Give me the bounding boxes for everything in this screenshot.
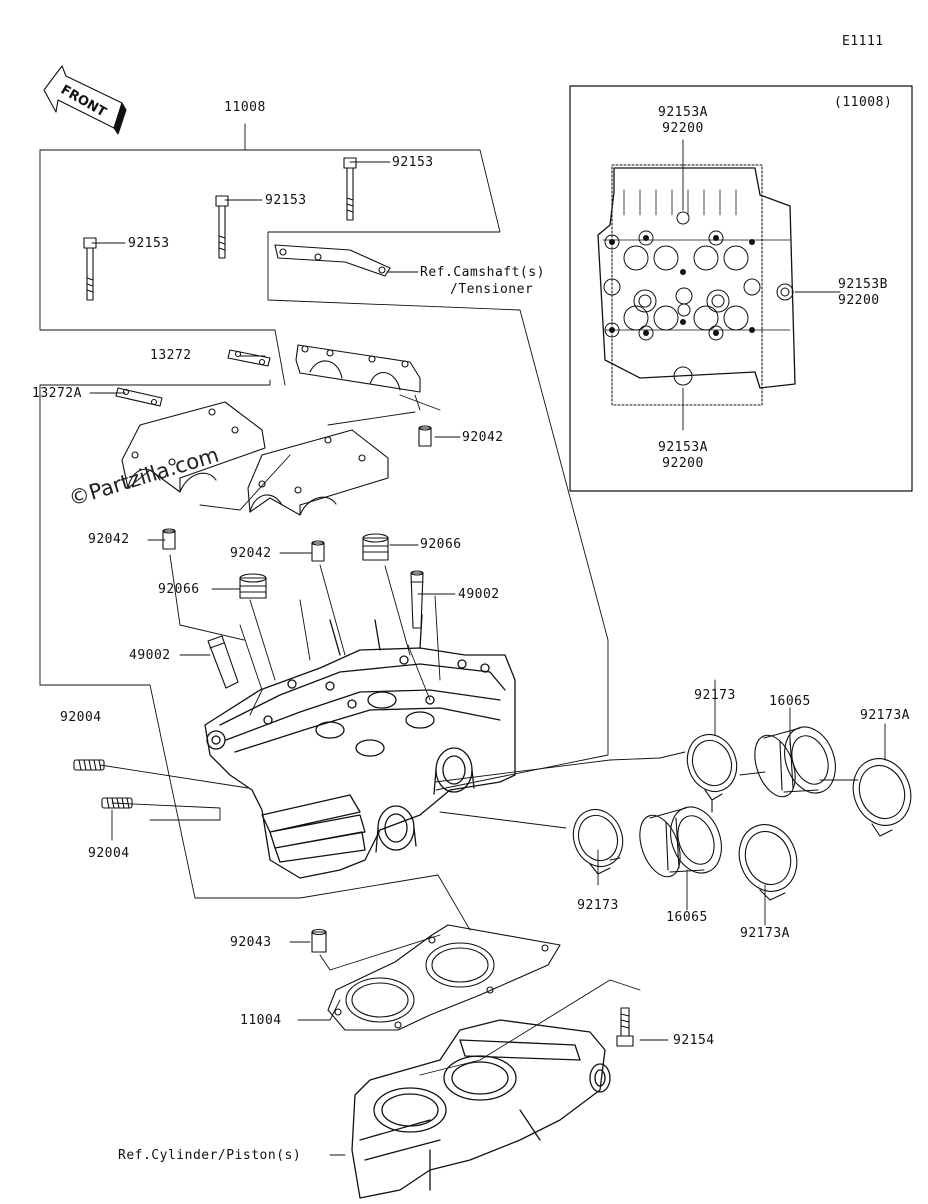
- dowel-pin-92042-icons: [162, 425, 432, 562]
- part-label-16065: 16065: [769, 694, 811, 709]
- camshaft-guide-ref-icon: [274, 244, 391, 277]
- part-label-16065: 16065: [666, 910, 708, 925]
- part-label-92004: 92004: [60, 710, 102, 725]
- part-label-11004: 11004: [240, 1013, 282, 1028]
- plate-13272A-icon: [115, 387, 163, 407]
- cylinder-block-ref-icon: [351, 1019, 611, 1199]
- ref-camshaft-label: Ref.Camshaft(s): [420, 265, 545, 280]
- inset-label-right-2: 92200: [838, 293, 880, 308]
- part-label-49002: 49002: [129, 648, 171, 663]
- clamp-92173-lower-icon: [572, 808, 624, 875]
- inset-label-top-1: 92153A: [658, 105, 708, 120]
- seal-92066-icons: [239, 533, 389, 599]
- plate-13272-icon: [227, 349, 271, 367]
- camshaft-holder-rear-icon: [295, 344, 421, 393]
- inset-cylinder-head-top-view: [569, 85, 913, 492]
- part-label-11008: 11008: [224, 100, 266, 115]
- leader-lines: [39, 123, 886, 1156]
- bolt-92154-icon: [616, 1007, 634, 1047]
- part-label-92173: 92173: [577, 898, 619, 913]
- part-label-13272A: 13272A: [32, 386, 82, 401]
- part-label-92042: 92042: [88, 532, 130, 547]
- clamp-92173A-lower-icon: [738, 824, 798, 901]
- stud-92004-icons: [73, 759, 133, 809]
- holder-16065-lower-icon: [639, 806, 722, 878]
- front-arrow-icon: FRONT: [43, 65, 127, 135]
- inset-title: (11008): [834, 95, 893, 110]
- head-gasket-11004-icon: [327, 924, 561, 1031]
- camshaft-holder-right-icon: [247, 429, 389, 516]
- part-label-49002: 49002: [458, 587, 500, 602]
- holder-16065-upper-icon: [754, 726, 836, 798]
- bolt-92153-icons: [83, 157, 357, 301]
- part-label-92173: 92173: [694, 688, 736, 703]
- part-label-92043: 92043: [230, 935, 272, 950]
- inset-label-bottom-2: 92200: [662, 456, 704, 471]
- part-label-92173A: 92173A: [860, 708, 910, 723]
- part-label-92153: 92153: [265, 193, 307, 208]
- camshaft-holder-left-icon: [121, 401, 266, 493]
- part-label-92153: 92153: [128, 236, 170, 251]
- inset-label-right-1: 92153B: [838, 277, 888, 292]
- inset-label-top-2: 92200: [662, 121, 704, 136]
- part-label-92042: 92042: [230, 546, 272, 561]
- cylinder-head-icon: [204, 614, 516, 879]
- part-label-92154: 92154: [673, 1033, 715, 1048]
- diagram-code: E1111: [842, 34, 884, 49]
- part-label-92153: 92153: [392, 155, 434, 170]
- inset-label-bottom-1: 92153A: [658, 440, 708, 455]
- ref-cylinder-label: Ref.Cylinder/Piston(s): [118, 1148, 302, 1163]
- clamp-92173-upper-icon: [686, 733, 738, 813]
- part-label-92004: 92004: [88, 846, 130, 861]
- part-label-92066: 92066: [420, 537, 462, 552]
- ref-tensioner-label: /Tensioner: [450, 282, 534, 297]
- part-label-92042: 92042: [462, 430, 504, 445]
- part-label-13272: 13272: [150, 348, 192, 363]
- part-label-92066: 92066: [158, 582, 200, 597]
- part-label-92173A: 92173A: [740, 926, 790, 941]
- dowel-pin-92043-icon: [311, 928, 327, 953]
- clamp-92173A-upper-icon: [852, 758, 912, 837]
